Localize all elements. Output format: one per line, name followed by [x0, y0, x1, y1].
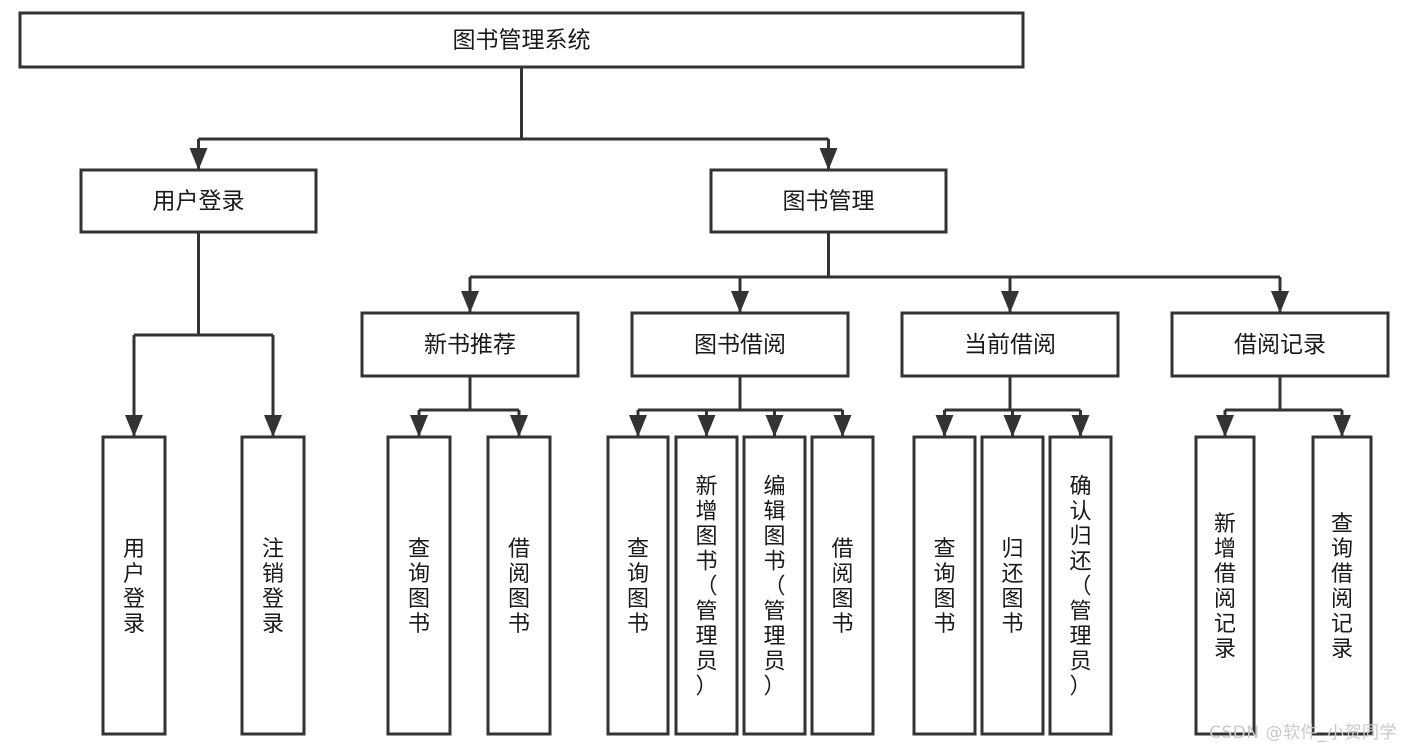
node-book-management-box: [709, 168, 948, 234]
new-book-recommend-arrow-down-icon-0: [410, 415, 428, 437]
root-arrow-down-icon-1: [819, 148, 838, 170]
node-leaf-query-book-1[interactable]: 查询图书: [386, 435, 452, 736]
node-leaf-add-book[interactable]: 新增图书（管理员）: [674, 435, 739, 736]
node-leaf-return-book-label: 归还图书: [1001, 537, 1023, 637]
node-leaf-add-book-label: 新增图书（管理员）: [695, 475, 717, 700]
node-leaf-query-book-2[interactable]: 查询图书: [606, 435, 670, 736]
node-leaf-query-book-1-label: 查询图书: [408, 537, 430, 637]
node-leaf-borrow-book-1-box: [486, 435, 552, 736]
node-layer: 图书管理系统用户登录图书管理新书推荐图书借阅当前借阅借阅记录用户登录注销登录查询…: [18, 11, 1390, 736]
book-management-arrow-down-icon-0: [461, 291, 479, 313]
node-borrow-record-box: [1170, 311, 1390, 378]
node-user-login-box: [79, 168, 318, 234]
node-new-book-recommend-box: [360, 311, 580, 378]
node-leaf-add-record-label: 新增借阅记录: [1214, 512, 1236, 662]
node-root-box: [18, 11, 1025, 69]
node-book-borrow-box: [630, 311, 850, 378]
node-leaf-query-book-3[interactable]: 查询图书: [912, 435, 977, 736]
book-management-arrow-down-icon-2: [1001, 291, 1019, 313]
borrow-record-arrow-down-icon-0: [1216, 415, 1234, 437]
node-current-borrow-box: [900, 311, 1120, 378]
node-leaf-borrow-book-1[interactable]: 借阅图书: [486, 435, 552, 736]
book-management-arrow-down-icon-3: [1271, 291, 1289, 313]
node-leaf-confirm-return[interactable]: 确认归还（管理员）: [1048, 435, 1113, 736]
node-user-login-label: 用户登录: [153, 189, 245, 215]
node-leaf-query-record[interactable]: 查询借阅记录: [1311, 435, 1373, 736]
user-login-arrow-down-icon-0: [125, 415, 143, 437]
current-borrow-arrow-down-icon-1: [1003, 415, 1022, 437]
root-arrow-down-icon-0: [189, 148, 208, 170]
node-root[interactable]: 图书管理系统: [18, 11, 1025, 69]
connector-layer: [125, 67, 1351, 437]
node-book-management[interactable]: 图书管理: [709, 168, 948, 234]
node-leaf-return-book-box: [980, 435, 1045, 736]
node-leaf-borrow-book-2-box: [810, 435, 875, 736]
node-book-borrow-label: 图书借阅: [694, 332, 786, 358]
node-leaf-user-login-box: [101, 435, 167, 736]
node-leaf-query-book-3-label: 查询图书: [933, 537, 955, 637]
book-borrow-arrow-down-icon-3: [833, 415, 852, 437]
new-book-recommend-arrow-down-icon-1: [510, 415, 528, 437]
node-leaf-user-logout-box: [240, 435, 306, 736]
node-leaf-query-book-3-box: [912, 435, 977, 736]
node-leaf-add-book-box: [674, 435, 739, 736]
node-current-borrow-label: 当前借阅: [964, 332, 1056, 358]
node-new-book-recommend-label: 新书推荐: [424, 332, 516, 358]
node-leaf-query-book-2-box: [606, 435, 670, 736]
node-user-login[interactable]: 用户登录: [79, 168, 318, 234]
node-leaf-user-logout-label: 注销登录: [262, 537, 284, 637]
node-leaf-add-record-box: [1194, 435, 1256, 736]
node-leaf-query-record-label: 查询借阅记录: [1331, 512, 1353, 662]
node-leaf-edit-book[interactable]: 编辑图书（管理员）: [742, 435, 807, 736]
node-leaf-confirm-return-box: [1048, 435, 1113, 736]
node-leaf-edit-book-label: 编辑图书（管理员）: [763, 475, 785, 700]
current-borrow-arrow-down-icon-2: [1071, 415, 1090, 437]
node-leaf-query-record-box: [1311, 435, 1373, 736]
node-leaf-user-logout[interactable]: 注销登录: [240, 435, 306, 736]
node-leaf-borrow-book-2[interactable]: 借阅图书: [810, 435, 875, 736]
node-leaf-user-login[interactable]: 用户登录: [101, 435, 167, 736]
node-leaf-query-book-1-box: [386, 435, 452, 736]
node-leaf-return-book[interactable]: 归还图书: [980, 435, 1045, 736]
node-leaf-query-book-2-label: 查询图书: [627, 537, 649, 637]
book-borrow-arrow-down-icon-2: [765, 415, 784, 437]
node-leaf-add-record[interactable]: 新增借阅记录: [1194, 435, 1256, 736]
book-management-arrow-down-icon-1: [731, 291, 749, 313]
current-borrow-arrow-down-icon-0: [935, 415, 954, 437]
node-leaf-borrow-book-2-label: 借阅图书: [831, 537, 853, 637]
node-current-borrow[interactable]: 当前借阅: [900, 311, 1120, 378]
node-book-management-label: 图书管理: [783, 189, 875, 215]
node-new-book-recommend[interactable]: 新书推荐: [360, 311, 580, 378]
node-book-borrow[interactable]: 图书借阅: [630, 311, 850, 378]
book-borrow-arrow-down-icon-1: [697, 415, 716, 437]
node-leaf-edit-book-box: [742, 435, 807, 736]
node-leaf-borrow-book-1-label: 借阅图书: [508, 537, 530, 637]
node-root-label: 图书管理系统: [453, 28, 591, 54]
book-borrow-arrow-down-icon-0: [629, 415, 647, 437]
borrow-record-arrow-down-icon-1: [1333, 415, 1351, 437]
node-borrow-record-label: 借阅记录: [1234, 332, 1326, 358]
node-borrow-record[interactable]: 借阅记录: [1170, 311, 1390, 378]
node-leaf-confirm-return-label: 确认归还（管理员）: [1069, 475, 1091, 700]
node-leaf-user-login-label: 用户登录: [123, 537, 145, 637]
user-login-arrow-down-icon-1: [264, 415, 282, 437]
